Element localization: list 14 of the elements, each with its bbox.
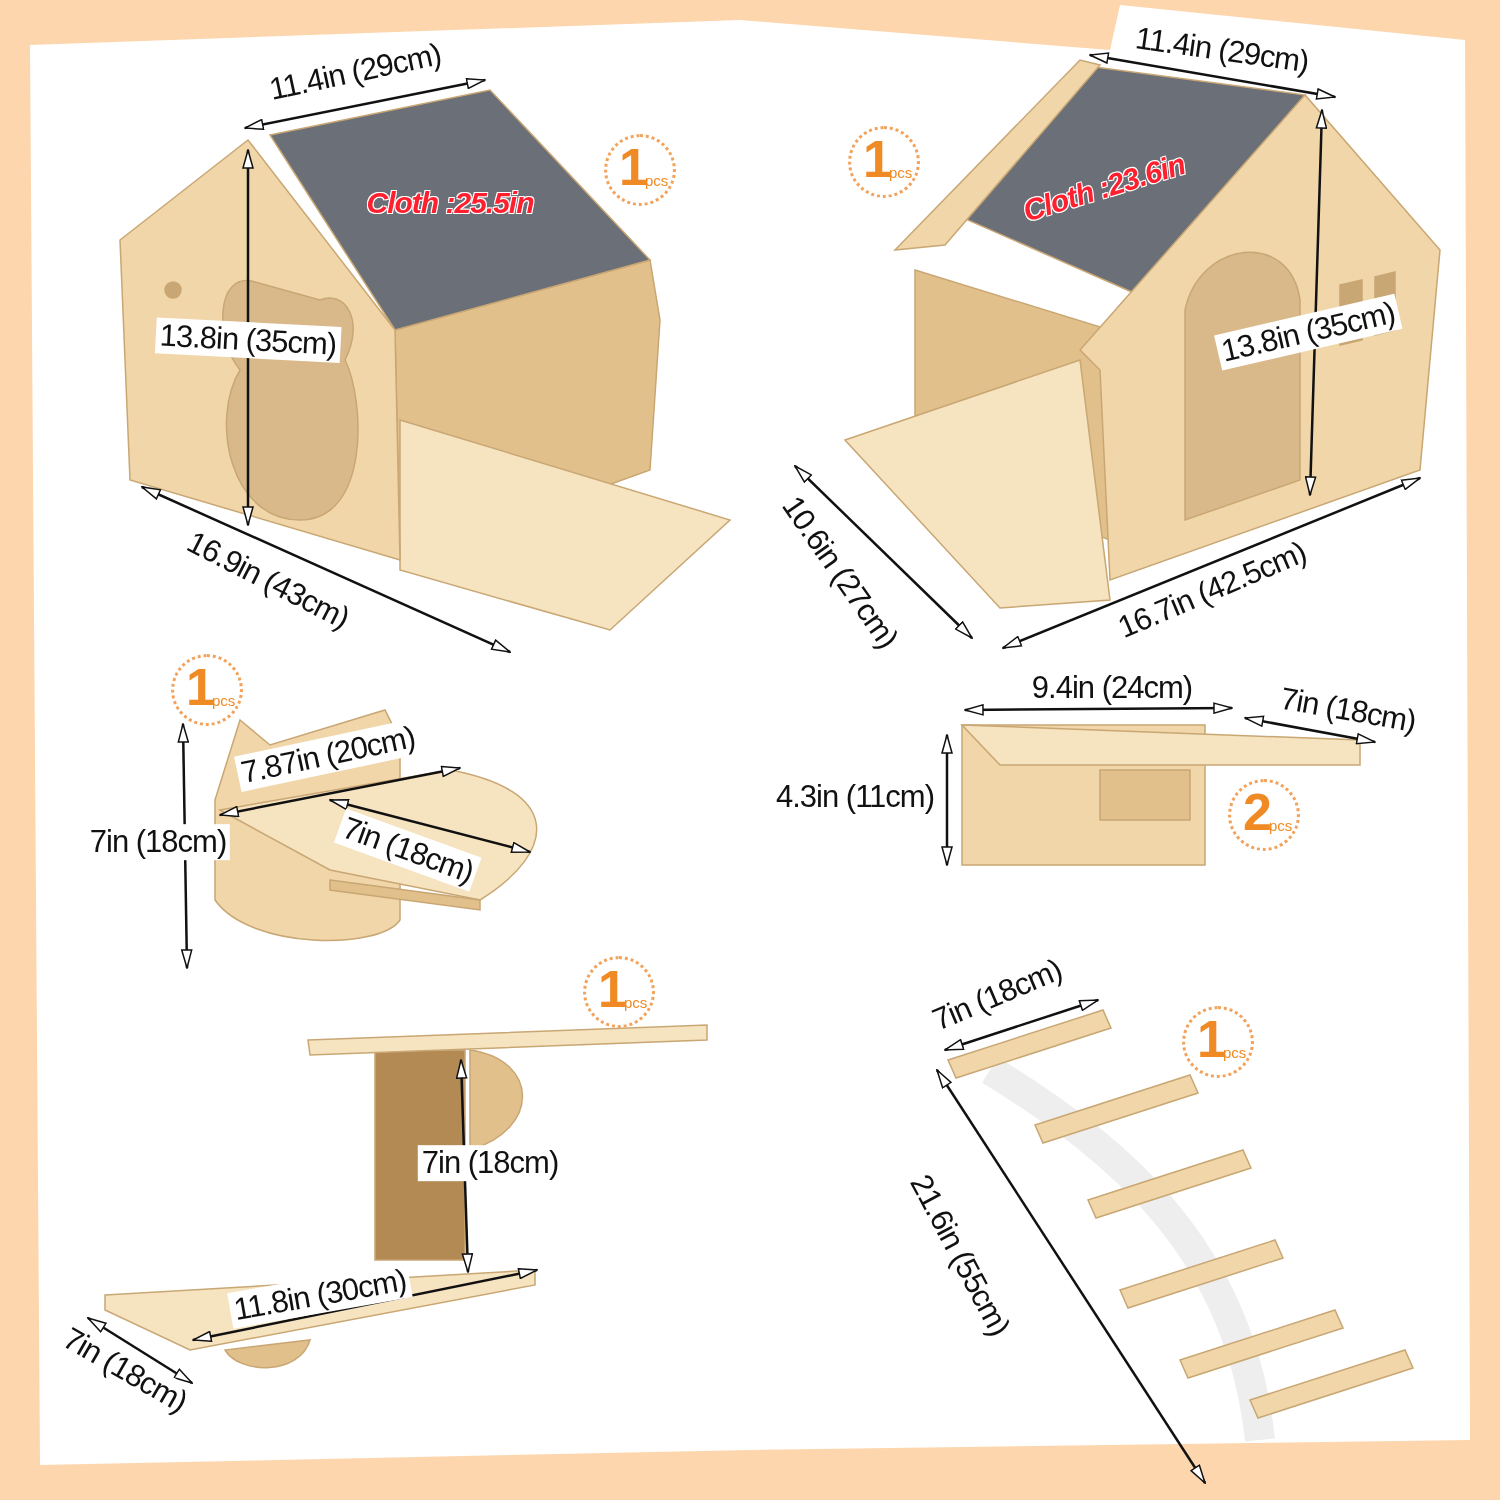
unit-label: pcs [645, 173, 669, 188]
quantity-badge [1182, 1006, 1254, 1078]
unit-label: pcs [212, 693, 236, 708]
quantity-badge [848, 126, 920, 198]
quantity-badge [604, 134, 676, 206]
unit-label: pcs [1269, 818, 1293, 833]
unit-label: pcs [624, 995, 648, 1010]
quantity-badge [171, 654, 243, 726]
quantity-badge [583, 956, 655, 1028]
quantity-badge [1228, 779, 1300, 851]
unit-label: pcs [1223, 1045, 1247, 1060]
unit-label: pcs [889, 165, 913, 180]
cloth-length-label: Cloth :25.5in [365, 185, 535, 221]
cloth-length-label: Cloth :23.6in [1018, 146, 1190, 230]
